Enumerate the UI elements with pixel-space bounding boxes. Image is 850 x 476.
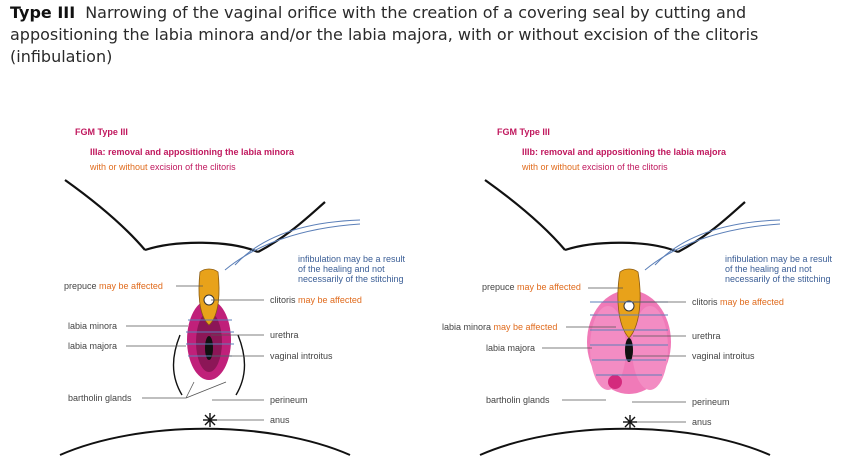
label-clitoris: clitoris may be affected (692, 297, 784, 307)
label-bartholin-glands: bartholin glands (486, 395, 550, 405)
panel-title: FGM Type III (497, 127, 550, 137)
label-labia-minora: labia minora (68, 321, 118, 331)
infibulation-note-line3: necessarily of the stitching (725, 274, 831, 284)
label-anus: anus (692, 417, 712, 427)
panel-title: FGM Type III (75, 127, 128, 137)
infibulation-note-line3: necessarily of the stitching (298, 274, 404, 284)
infibulation-note-line1: infibulation may be a result (298, 254, 406, 264)
panel-type-iiib: FGM Type III IIIb: removal and appositio… (420, 120, 832, 476)
label-bartholin-glands: bartholin glands (68, 393, 132, 403)
anatomy-illustration-iiia (59, 179, 361, 456)
type-label: Type III (10, 3, 76, 22)
label-vaginal-introitus: vaginal introitus (692, 351, 755, 361)
infibulation-note-line1: infibulation may be a result (725, 254, 833, 264)
label-anus: anus (270, 415, 290, 425)
panel-subtitle-a: IIIa: removal and appositioning the labi… (90, 147, 295, 157)
label-labia-majora: labia majora (486, 343, 536, 353)
label-labia-majora: labia majora (68, 341, 118, 351)
anus-mark (203, 413, 217, 427)
label-vaginal-introitus: vaginal introitus (270, 351, 333, 361)
label-urethra: urethra (270, 330, 299, 340)
anatomy-illustration-iiib (479, 179, 781, 456)
panel-subtitle-b: with or without excision of the clitoris (90, 162, 236, 172)
panel-type-iiia: FGM Type III IIIa: removal and appositio… (0, 120, 405, 476)
label-prepuce: prepuce may be affected (64, 281, 163, 291)
label-perineum: perineum (270, 395, 308, 405)
label-clitoris: clitoris may be affected (270, 295, 362, 305)
label-labia-minora: labia minora may be affected (442, 322, 558, 332)
type-description: Narrowing of the vaginal orifice with th… (10, 3, 759, 66)
label-prepuce: prepuce may be affected (482, 282, 581, 292)
infibulation-note-line2: of the healing and not (298, 264, 385, 274)
label-perineum: perineum (692, 397, 730, 407)
panel-subtitle-b: with or without excision of the clitoris (522, 162, 668, 172)
infibulation-note-line2: of the healing and not (725, 264, 812, 274)
panel-subtitle-a: IIIb: removal and appositioning the labi… (522, 147, 727, 157)
anus-mark (623, 415, 637, 429)
label-urethra: urethra (692, 331, 721, 341)
